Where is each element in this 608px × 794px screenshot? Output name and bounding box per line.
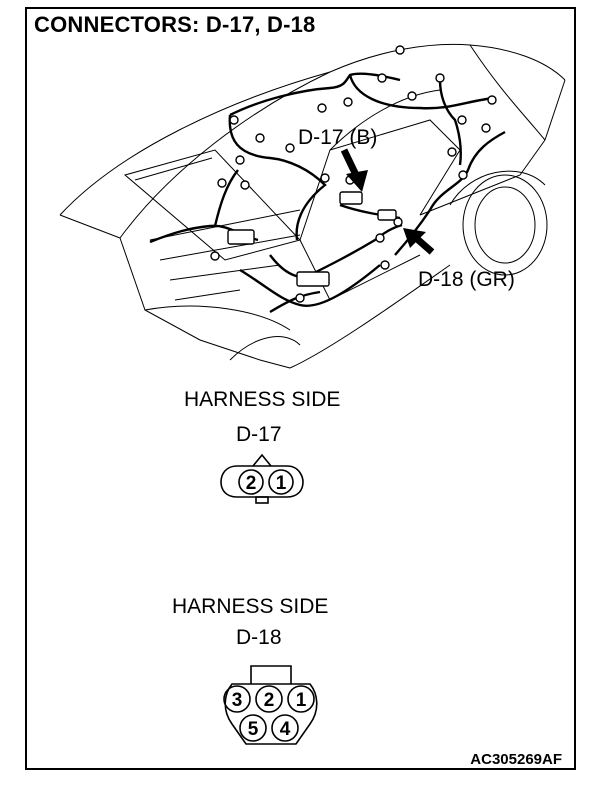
d17-callout-label: D-17 (B) <box>298 126 378 149</box>
d18-callout-label: D-18 (GR) <box>418 268 515 291</box>
harness-connectors <box>210 45 497 303</box>
d18-pin-2: 2 <box>264 690 275 711</box>
d18-connector-name: D-18 <box>236 626 282 649</box>
d17-pin-1: 1 <box>276 473 287 494</box>
d18-arrow-icon <box>403 228 435 255</box>
d18-pin-4: 4 <box>280 719 291 740</box>
diagram-frame <box>25 7 576 770</box>
figure-code: AC305269AF <box>470 751 562 768</box>
d18-harness-side-label: HARNESS SIDE <box>172 595 329 618</box>
d18-pin-5: 5 <box>248 719 259 740</box>
d17-harness-side-label: HARNESS SIDE <box>184 388 341 411</box>
wiring-harness <box>149 72 506 314</box>
diagram-title: CONNECTORS: D-17, D-18 <box>34 12 316 37</box>
d18-pin-3: 3 <box>232 690 243 711</box>
d17-connector-name: D-17 <box>236 423 282 446</box>
d18-pin-1: 1 <box>296 690 307 711</box>
d17-pin-2: 2 <box>246 473 257 494</box>
d17-arrow-icon <box>340 148 368 192</box>
